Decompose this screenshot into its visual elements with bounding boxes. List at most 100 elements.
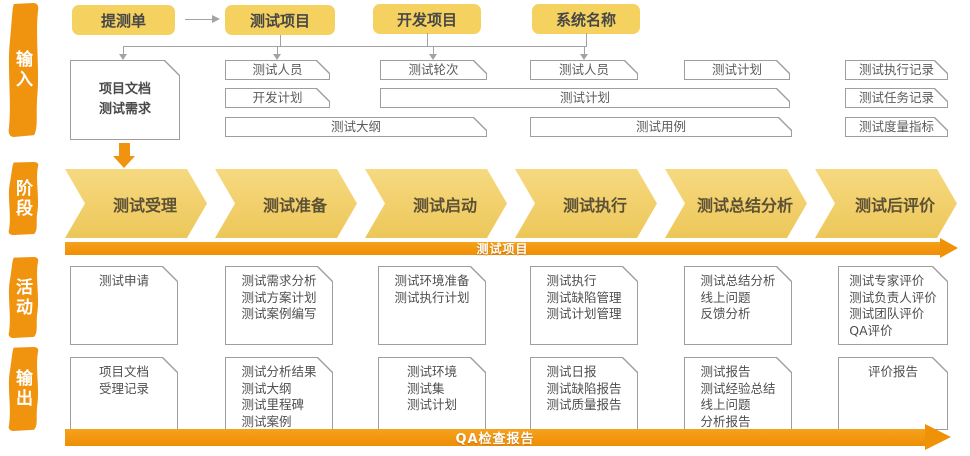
input-line: 测试用例 xyxy=(635,119,686,134)
output-line: 测试集 xyxy=(406,380,445,396)
output-line: 测试分析结果 xyxy=(241,364,317,379)
connector-line xyxy=(185,19,213,20)
output-line: 分析报告 xyxy=(700,413,751,429)
activity-box-4: 测试执行 测试缺陷管理 测试计划管理 xyxy=(530,266,638,345)
arrowhead-down-icon xyxy=(580,54,588,60)
connector-line xyxy=(433,46,434,55)
input-box: 测试计划 xyxy=(684,60,790,80)
input-line: 测试人员 xyxy=(252,62,303,77)
input-box-wide: 测试计划 xyxy=(380,88,790,108)
activity-line: 测试团队评价 xyxy=(849,306,925,321)
ribbon-activity: 活动 xyxy=(6,257,39,338)
phase-label: 测试受理 xyxy=(112,195,177,215)
activity-line: 测试缺陷管理 xyxy=(546,289,622,305)
input-box-wide: 测试大纲 xyxy=(225,117,487,137)
input-line: 开发计划 xyxy=(252,90,303,105)
activity-line: 测试专家评价 xyxy=(849,273,925,288)
connector-line xyxy=(277,46,278,55)
node-label: 提测单 xyxy=(100,11,146,30)
node-system-name: 系统名称 xyxy=(532,4,640,34)
ribbon-input-label: 输入 xyxy=(12,50,32,90)
input-box-wide: 测试用例 xyxy=(530,117,792,137)
activity-box-6: 测试专家评价 测试负责人评价 测试团队评价 QA评价 xyxy=(838,266,948,345)
output-line: 测试里程碑 xyxy=(241,397,304,412)
output-box-2: 测试分析结果 测试大纲 测试里程碑 测试案例 xyxy=(225,357,333,430)
connector-line xyxy=(586,33,587,46)
activity-line: 测试计划管理 xyxy=(546,306,622,321)
output-line: 线上问题 xyxy=(700,397,751,412)
down-arrow-shaft xyxy=(119,143,130,156)
ribbon-activity-label: 活动 xyxy=(12,277,32,318)
activity-line: 测试方案计划 xyxy=(241,289,317,305)
input-box-project-docs: 项目文档 测试需求 xyxy=(70,60,180,140)
connector-line xyxy=(123,46,124,55)
node-submit-form: 提测单 xyxy=(72,5,175,35)
output-line: 测试经验总结 xyxy=(700,380,776,396)
output-line: 测试环境 xyxy=(406,364,457,379)
ribbon-output-label: 输出 xyxy=(12,369,32,409)
input-box: 测试人员 xyxy=(530,60,638,80)
arrowhead-right-icon xyxy=(940,238,958,258)
ribbon-shape xyxy=(8,257,39,338)
phase-label: 测试总结分析 xyxy=(696,195,793,215)
ribbon-shape xyxy=(8,3,39,137)
output-box-1: 项目文档 受理记录 xyxy=(70,357,178,430)
node-test-project: 测试项目 xyxy=(225,5,335,35)
ribbon-shape xyxy=(8,347,39,431)
activity-box-5: 测试总结分析 线上问题 反馈分析 xyxy=(684,266,792,345)
activity-line: 线上问题 xyxy=(700,289,751,305)
node-label: 系统名称 xyxy=(555,10,616,29)
input-line: 测试需求 xyxy=(98,102,151,117)
output-box-6: 评价报告 xyxy=(838,357,948,430)
input-line: 测试度量指标 xyxy=(858,119,934,134)
arrowhead-down-icon xyxy=(119,54,127,60)
activity-line: QA评价 xyxy=(849,322,893,338)
activity-line: 测试案例编写 xyxy=(241,306,317,321)
output-line: 项目文档 xyxy=(98,364,149,379)
input-box: 测试执行记录 xyxy=(845,60,948,80)
output-box-3: 测试环境 测试集 测试计划 xyxy=(378,357,486,430)
phase-chevron-4: 测试执行 xyxy=(515,169,657,238)
connector-line xyxy=(123,46,587,47)
node-dev-project: 开发项目 xyxy=(373,4,481,34)
input-box: 开发计划 xyxy=(225,88,330,108)
input-line: 测试任务记录 xyxy=(858,90,934,105)
activity-box-2: 测试需求分析 测试方案计划 测试案例编写 xyxy=(225,266,333,345)
output-line: 测试缺陷报告 xyxy=(546,380,622,396)
output-line: 测试大纲 xyxy=(241,380,292,396)
activity-line: 测试环境准备 xyxy=(394,273,470,288)
input-line: 测试计划 xyxy=(559,90,610,105)
input-line: 测试计划 xyxy=(711,62,762,77)
phase-bar-label: 测试项目 xyxy=(476,242,529,256)
qa-bar-label: QA检查报告 xyxy=(455,432,535,447)
ribbon-output: 输出 xyxy=(6,347,39,431)
input-line: 测试大纲 xyxy=(330,119,381,134)
input-line: 项目文档 xyxy=(98,82,151,97)
activity-line: 测试总结分析 xyxy=(700,273,776,288)
phase-arrow-bar: 测试项目 xyxy=(65,242,940,256)
arrowhead-right-icon xyxy=(925,424,951,450)
output-box-5: 测试报告 测试经验总结 线上问题 分析报告 xyxy=(684,357,792,430)
output-line: 测试计划 xyxy=(406,397,457,412)
phase-chevron-1: 测试受理 xyxy=(65,169,207,238)
output-box-4: 测试日报 测试缺陷报告 测试质量报告 xyxy=(530,357,638,430)
arrowhead-right-icon xyxy=(212,15,220,23)
activity-line: 反馈分析 xyxy=(700,306,751,321)
phase-chevron-3: 测试启动 xyxy=(365,169,507,238)
output-line: 测试质量报告 xyxy=(546,397,622,412)
phase-label: 测试后评价 xyxy=(854,195,935,215)
input-line: 测试人员 xyxy=(558,62,609,77)
qa-arrow-bar: QA检查报告 xyxy=(65,429,925,447)
input-box: 测试度量指标 xyxy=(845,117,948,137)
arrowhead-down-icon xyxy=(429,54,437,60)
activity-line: 测试负责人评价 xyxy=(849,289,937,305)
output-line: 测试日报 xyxy=(546,364,597,379)
activity-line: 测试需求分析 xyxy=(241,273,317,288)
ribbon-shape xyxy=(8,162,39,235)
output-line: 评价报告 xyxy=(867,364,918,379)
activity-line: 测试执行 xyxy=(546,273,597,288)
phase-label: 测试准备 xyxy=(262,195,327,215)
phase-chevron-2: 测试准备 xyxy=(215,169,357,238)
input-line: 测试执行记录 xyxy=(858,62,934,77)
